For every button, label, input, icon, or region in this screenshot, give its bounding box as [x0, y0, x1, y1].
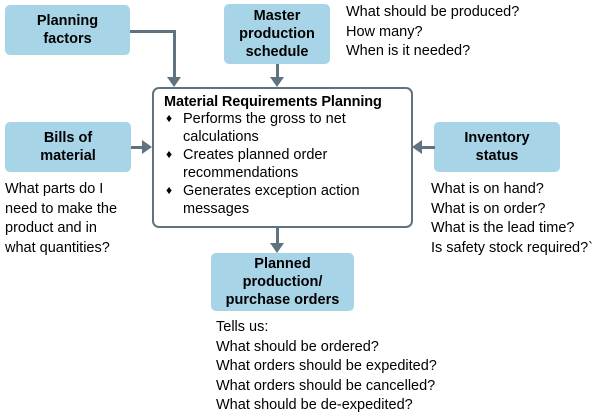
- box-planned-orders-line1: Planned: [254, 256, 311, 272]
- box-material-requirements-planning: Material Requirements Planning ♦ Perform…: [152, 87, 413, 228]
- connector-bom-horizontal: [131, 146, 143, 149]
- connector-mps-vertical: [276, 64, 279, 78]
- list-item: ♦ Performs the gross to net calculations: [166, 111, 405, 146]
- box-bom-line1: Bills of: [43, 130, 93, 146]
- box-inventory-status: Inventory status: [434, 122, 560, 172]
- box-mps-line2: production: [239, 26, 315, 42]
- box-planned-orders: Planned production/ purchase orders: [211, 253, 354, 311]
- box-inventory-line2: status: [475, 148, 519, 164]
- note-bom-questions: What parts do I need to make the product…: [5, 181, 118, 256]
- box-mps-line3: schedule: [245, 44, 309, 60]
- box-bom-line2: material: [40, 148, 96, 164]
- box-planned-orders-line2: production/: [242, 274, 323, 290]
- diamond-bullet-icon: ♦: [166, 111, 173, 125]
- process-item-text: Creates planned order recommendations: [183, 147, 328, 181]
- list-item: ♦ Generates exception action messages: [166, 183, 405, 218]
- arrowhead-inventory: [412, 140, 422, 154]
- box-inventory-line1: Inventory: [464, 130, 530, 146]
- process-title: Material Requirements Planning: [164, 94, 382, 110]
- list-item: ♦ Creates planned order recommendations: [166, 147, 405, 182]
- arrowhead-output: [270, 243, 284, 253]
- note-output-questions: Tells us: What should be ordered? What o…: [216, 319, 437, 412]
- box-mps-line1: Master: [253, 8, 301, 24]
- box-master-production-schedule: Master production schedule: [224, 4, 330, 64]
- box-planning-factors-line2: factors: [43, 31, 92, 47]
- connector-planning-factors-horizontal: [130, 30, 176, 33]
- process-item-text: Performs the gross to net calculations: [183, 111, 346, 145]
- arrowhead-planning-factors: [167, 77, 181, 87]
- connector-inventory-horizontal: [422, 146, 435, 149]
- diamond-bullet-icon: ♦: [166, 147, 173, 161]
- connector-output-vertical: [276, 228, 279, 244]
- box-bills-of-material: Bills of material: [5, 122, 131, 172]
- box-planning-factors-line1: Planning: [36, 13, 99, 29]
- arrowhead-bom: [142, 140, 152, 154]
- process-bullet-list: ♦ Performs the gross to net calculations…: [154, 111, 411, 218]
- note-mps-questions: What should be produced? How many? When …: [346, 4, 520, 59]
- note-inventory-questions: What is on hand? What is on order? What …: [431, 181, 593, 256]
- process-item-text: Generates exception action messages: [183, 183, 360, 217]
- arrowhead-mps: [270, 77, 284, 87]
- box-planning-factors: Planning factors: [5, 5, 130, 55]
- diamond-bullet-icon: ♦: [166, 183, 173, 197]
- connector-planning-factors-vertical: [173, 30, 176, 77]
- box-planned-orders-line3: purchase orders: [225, 292, 340, 308]
